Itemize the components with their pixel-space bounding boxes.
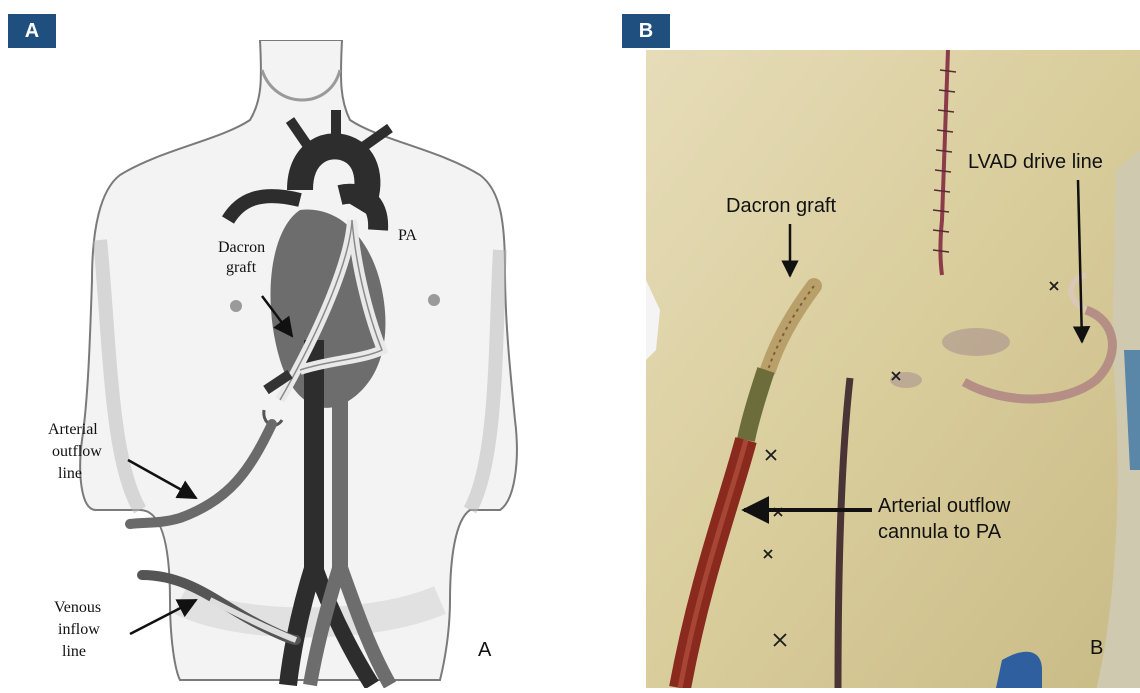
- label-venous-line1: Venous: [54, 599, 101, 616]
- panel-a-illustration: Dacron graft PA Arterial outflow line Ve…: [0, 40, 600, 688]
- panel-b-badge: B: [622, 14, 670, 48]
- panel-a-corner-letter: A: [478, 639, 492, 661]
- label-arterial-line3: line: [58, 465, 82, 482]
- label-venous-line3: line: [62, 643, 86, 660]
- right-nipple: [428, 294, 440, 306]
- panel-b-svg: Dacron graft LVAD drive line Arterial ou…: [646, 50, 1140, 688]
- label-venous-line2: inflow: [58, 621, 100, 638]
- panel-a-svg: Dacron graft PA Arterial outflow line Ve…: [0, 40, 600, 688]
- left-nipple: [230, 300, 242, 312]
- skin-background: [646, 50, 1140, 688]
- panel-b-photo: Dacron graft LVAD drive line Arterial ou…: [646, 50, 1140, 688]
